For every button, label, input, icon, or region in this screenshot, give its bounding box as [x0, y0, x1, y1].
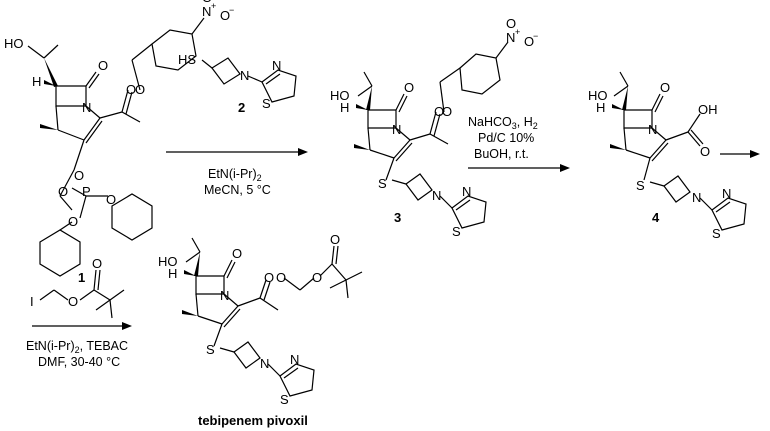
c1-nitro-minus: −	[229, 5, 234, 15]
prod-s-thz: S	[280, 392, 289, 407]
c4-o-ketone: O	[660, 80, 670, 95]
prod-h: H	[168, 266, 177, 281]
c3-nitro-n: N	[506, 30, 515, 45]
reagent-o2: O	[92, 256, 102, 271]
c1-o-ester1: O	[126, 82, 136, 97]
c4-n-thz: N	[722, 186, 731, 201]
c4-s-thz: S	[712, 226, 721, 241]
compound-2	[201, 57, 297, 103]
c3-nitro-o2: O	[524, 34, 534, 49]
c1-p: P	[82, 184, 91, 199]
prod-s: S	[206, 342, 215, 357]
c4-s: S	[636, 178, 645, 193]
compound-1-number: 1	[78, 270, 85, 285]
c2-n-thz: N	[272, 58, 281, 73]
c4-ho: HO	[588, 88, 608, 103]
prod-n: N	[220, 288, 229, 303]
c4-n: N	[648, 122, 657, 137]
c3-o-ester2: O	[442, 104, 452, 119]
c2-hs: HS	[178, 52, 196, 67]
c2-s-thz: S	[262, 96, 271, 111]
c1-nitro-o1: O	[202, 0, 212, 5]
compound-4	[610, 71, 747, 231]
c3-s: S	[378, 176, 387, 191]
prod-o4: O	[330, 232, 340, 247]
c1-o-ph2: O	[68, 214, 78, 229]
prod-o3: O	[312, 270, 322, 285]
c4-h: H	[596, 100, 605, 115]
arrow-step-3-continuation	[720, 150, 760, 158]
c1-o-ester2: O	[135, 82, 145, 97]
step3-solvent: DMF, 30-40 °C	[38, 355, 120, 369]
c1-nitro-plus: +	[211, 1, 216, 11]
prod-n-thz: N	[290, 352, 299, 367]
prod-o1: O	[264, 270, 274, 285]
iodomethyl-pivalate	[39, 269, 125, 319]
compound-3-number: 3	[394, 210, 401, 225]
prod-ho: HO	[158, 254, 178, 269]
arrow-step-2	[468, 164, 570, 172]
c3-n-thz: N	[462, 184, 471, 199]
c1-h: H	[32, 74, 41, 89]
c1-o-ketone: O	[98, 58, 108, 73]
step3-base: EtN(i-Pr)2, TEBAC	[26, 339, 128, 355]
c3-nitro-o1: O	[506, 16, 516, 31]
c3-n-azet: N	[432, 188, 441, 203]
c1-n: N	[82, 100, 91, 115]
step2-reagent: NaHCO3, H2	[468, 115, 538, 131]
c3-s-thz: S	[452, 224, 461, 239]
c1-ho: HO	[4, 36, 24, 51]
compound-1	[27, 17, 205, 277]
compound-2-number: 2	[238, 100, 245, 115]
compound-3	[354, 41, 509, 229]
reagent-iodine: I	[30, 294, 34, 309]
c1-o-p: O	[74, 168, 84, 183]
prod-o2: O	[276, 270, 286, 285]
c4-oh: OH	[698, 102, 718, 117]
c1-o-ph1: O	[106, 192, 116, 207]
c1-nitro-o2: O	[220, 8, 230, 23]
step2-catalyst: Pd/C 10%	[478, 131, 534, 145]
step1-base: EtN(i-Pr)2	[208, 167, 262, 183]
c3-h: H	[340, 100, 349, 115]
c3-nitro-plus: +	[515, 27, 520, 37]
c4-o-acid: O	[700, 144, 710, 159]
c3-o-ketone: O	[404, 80, 414, 95]
c3-o-ester1: O	[434, 104, 444, 119]
c3-ho: HO	[330, 88, 350, 103]
prod-n-azet: N	[260, 356, 269, 371]
reagent-o1: O	[68, 294, 78, 309]
c4-n-azet: N	[692, 190, 701, 205]
arrow-step-4	[32, 322, 132, 330]
prod-o-ketone: O	[232, 246, 242, 261]
c3-n: N	[392, 122, 401, 137]
c1-o-phos: O	[58, 184, 68, 199]
step2-solvent: BuOH, r.t.	[474, 147, 529, 161]
step1-solvent: MeCN, 5 °C	[204, 183, 271, 197]
compound-4-number: 4	[652, 210, 660, 225]
c1-nitro-n: N	[202, 4, 211, 19]
c2-n-azet: N	[240, 68, 249, 83]
tebipenem-pivoxil	[182, 237, 363, 397]
product-name-label: tebipenem pivoxil	[198, 413, 308, 428]
arrow-step-1	[166, 148, 308, 156]
c3-nitro-minus: −	[533, 31, 538, 41]
